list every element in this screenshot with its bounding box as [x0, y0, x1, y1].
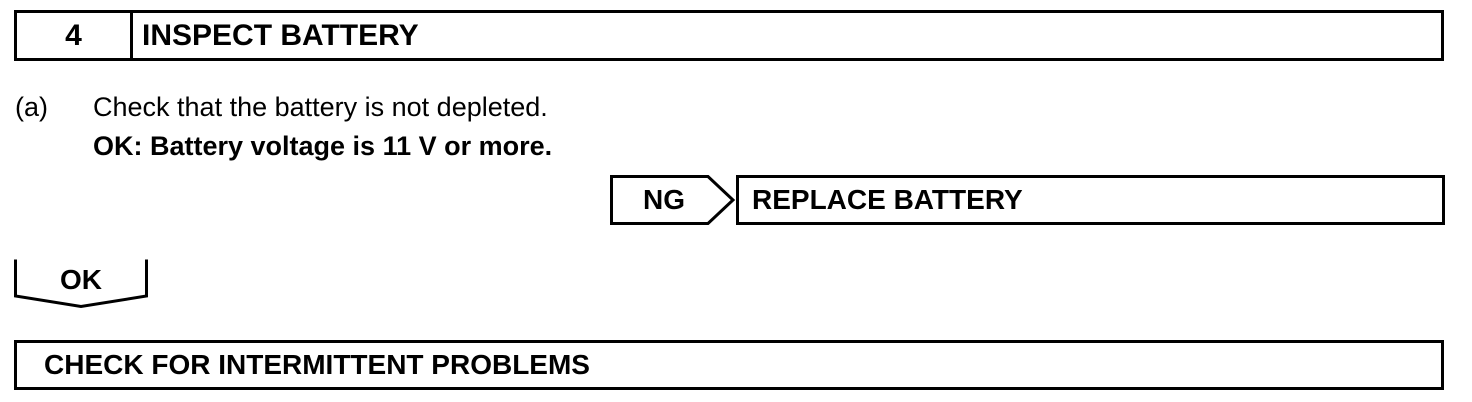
step-header: 4 INSPECT BATTERY [14, 10, 1444, 61]
replace-battery-text: REPLACE BATTERY [752, 184, 1023, 215]
ng-arrow-shape [610, 175, 736, 225]
substep-instruction: Check that the battery is not depleted. [93, 92, 548, 122]
ok-label[interactable]: OK [60, 264, 102, 295]
replace-battery-box[interactable]: REPLACE BATTERY [736, 175, 1445, 225]
step-title: INSPECT BATTERY [142, 18, 419, 52]
ok-arrow-shape [14, 259, 148, 309]
ng-label[interactable]: NG [643, 184, 685, 215]
step-number: 4 [17, 13, 133, 58]
substep-label: (a) [15, 92, 48, 122]
ok-criteria: OK: Battery voltage is 11 V or more. [93, 131, 553, 161]
next-step-box[interactable]: CHECK FOR INTERMITTENT PROBLEMS [14, 340, 1444, 390]
next-step-title: CHECK FOR INTERMITTENT PROBLEMS [44, 349, 590, 380]
